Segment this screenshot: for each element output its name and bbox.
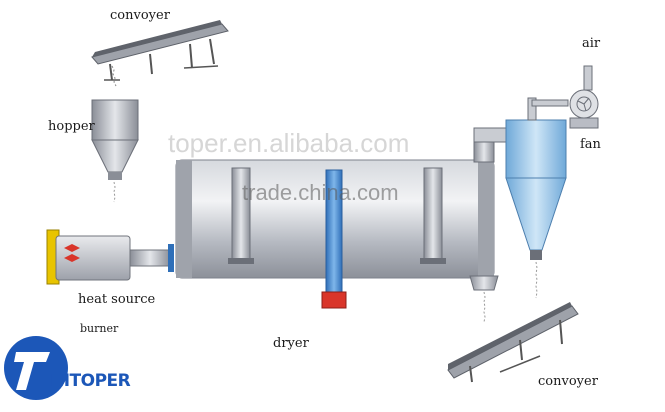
label-convoyer-bottom: convoyer bbox=[538, 374, 598, 389]
fan bbox=[531, 65, 599, 129]
bottom-conveyor bbox=[447, 302, 579, 383]
label-heat-source: heat source bbox=[78, 292, 156, 307]
logo-emblem bbox=[4, 336, 68, 400]
label-burner: burner bbox=[80, 322, 119, 335]
burner bbox=[46, 229, 174, 285]
watermark-trade: trade.china.com bbox=[242, 180, 399, 205]
rotary-dryer bbox=[175, 159, 499, 323]
cyclone bbox=[505, 97, 567, 299]
burner-red-mark bbox=[64, 244, 80, 262]
label-convoyer-top: convoyer bbox=[110, 8, 170, 23]
label-fan: fan bbox=[580, 137, 601, 152]
watermark-site: toper.en.alibaba.com bbox=[168, 128, 410, 158]
top-conveyor bbox=[91, 20, 229, 87]
label-hopper: hopper bbox=[48, 119, 95, 134]
label-dryer: dryer bbox=[273, 336, 309, 351]
hopper bbox=[91, 99, 139, 203]
duct bbox=[473, 127, 515, 163]
label-air: air bbox=[582, 36, 601, 51]
logo-text: HITOPER bbox=[50, 371, 131, 391]
